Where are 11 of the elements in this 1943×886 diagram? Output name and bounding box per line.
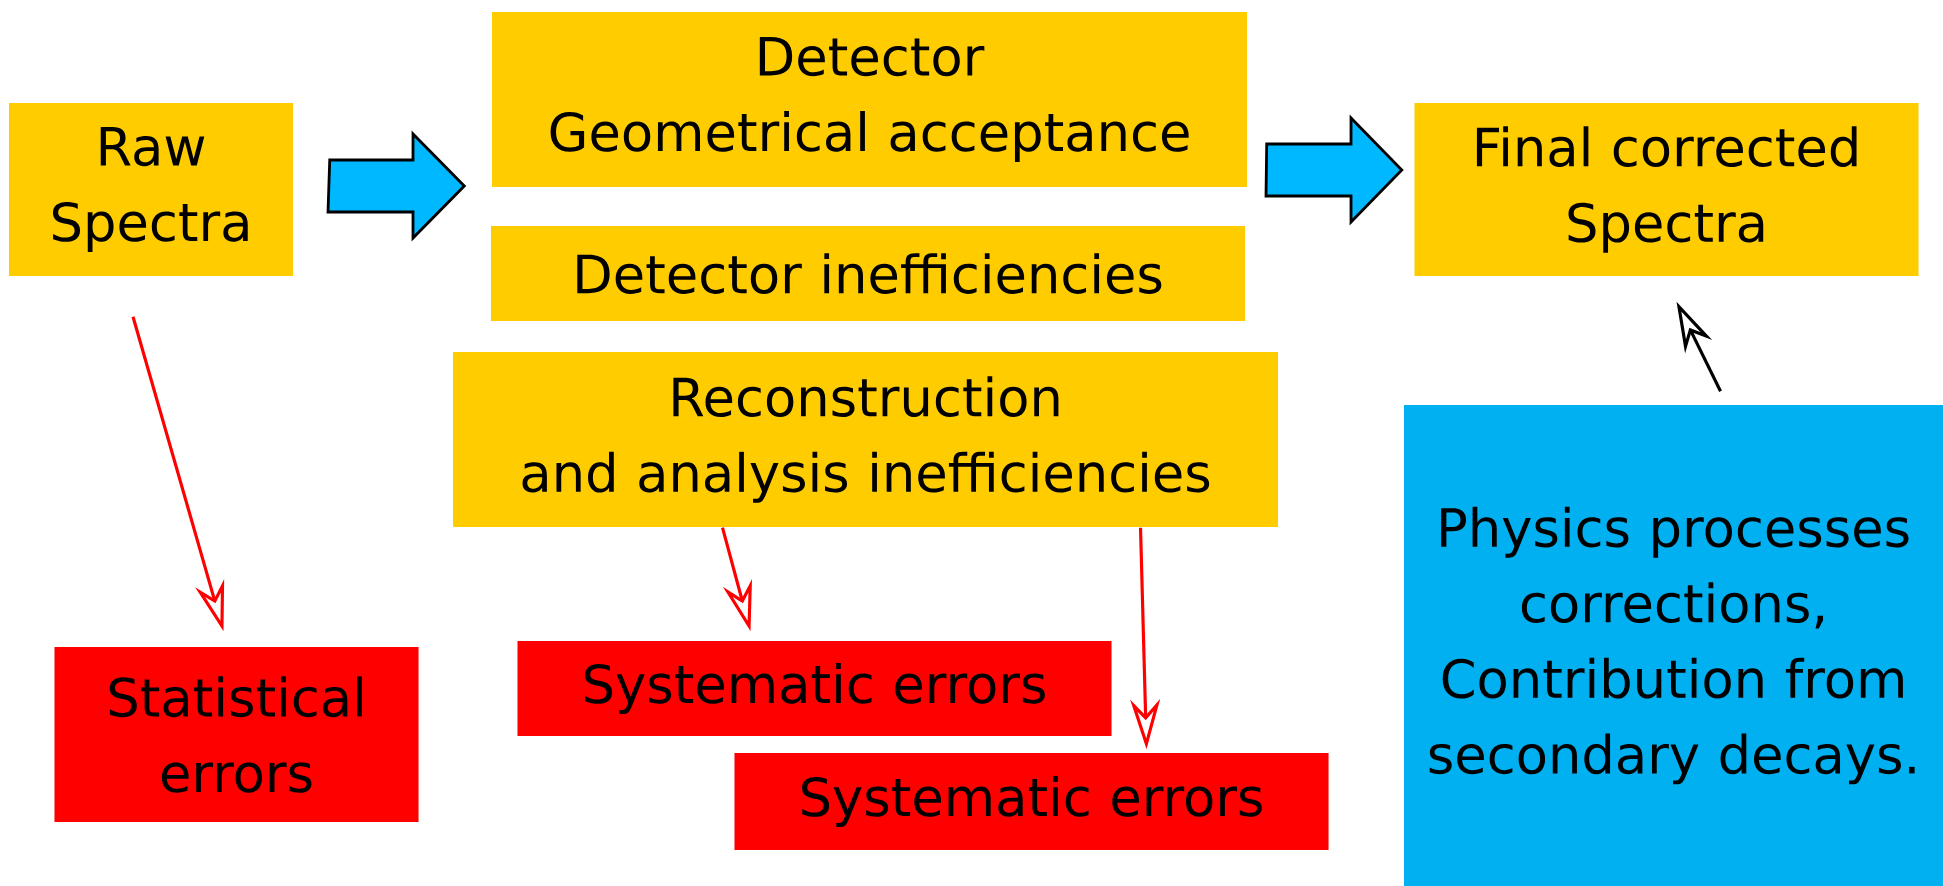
- process-box: Detector inefficiencies: [491, 226, 1246, 321]
- block-arrow: [326, 130, 467, 242]
- info-box: Physics processes corrections, Contribution from secondary decays.: [1404, 405, 1943, 886]
- process-box: Final corrected Spectra: [1414, 103, 1919, 276]
- process-box: Detector Geometrical acceptance: [492, 12, 1247, 187]
- error-box: Systematic errors: [517, 641, 1112, 736]
- process-box: Reconstruction and analysis inefficiencies: [453, 352, 1278, 527]
- process-box: Raw Spectra: [9, 103, 294, 276]
- error-box: Systematic errors: [734, 753, 1329, 850]
- error-box: Statistical errors: [54, 647, 419, 822]
- block-arrow: [1264, 114, 1404, 226]
